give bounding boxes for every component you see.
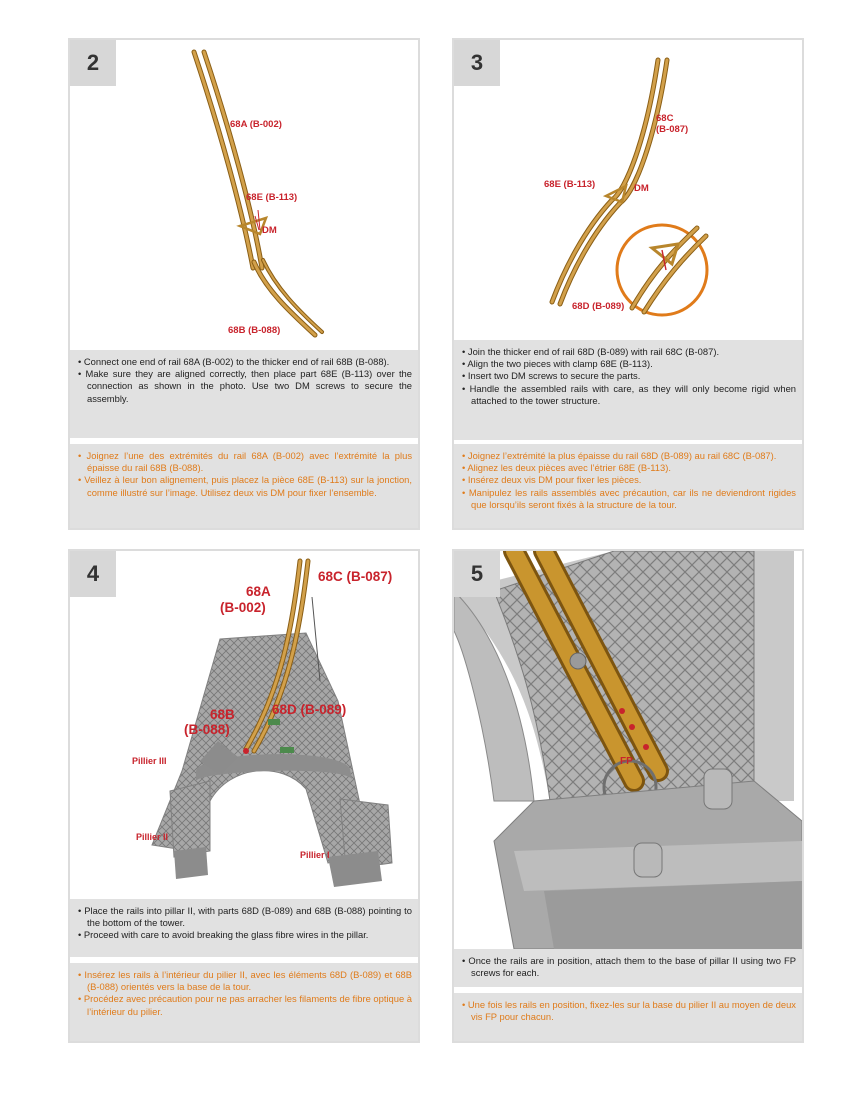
- instruction-item: Join the thicker end of rail 68D (B-089)…: [462, 346, 796, 358]
- rail-diagram: [549, 57, 709, 317]
- instruction-item-fr: Alignez les deux pièces avec l’étrier 68…: [462, 462, 796, 474]
- step-number: 2: [70, 40, 116, 86]
- instructions-en: Join the thicker end of rail 68D (B-089)…: [454, 340, 802, 440]
- detail-magnifier: [615, 223, 709, 317]
- instructions-fr: Insérez les rails à l’intérieur du pilie…: [70, 963, 418, 1041]
- instruction-item: Make sure they are aligned correctly, th…: [78, 368, 412, 405]
- label-68b: 68B (B-088): [228, 325, 281, 336]
- instruction-item-fr: Insérez deux vis DM pour fixer les pièce…: [462, 474, 796, 486]
- label-68a: 68A: [246, 584, 271, 599]
- step-2-illustration: 2 68A (B-002) 68E (B-113) DM 68B (B-088): [70, 40, 418, 350]
- step-4-panel: 4: [68, 549, 420, 1043]
- step-number: 3: [454, 40, 500, 86]
- label-pillar-2: Pillier II: [136, 832, 169, 842]
- label-68b: 68B: [210, 707, 235, 722]
- label-68c: 68C: [656, 113, 674, 124]
- instruction-item-fr: Une fois les rails en position, fixez-le…: [462, 999, 796, 1023]
- step-3-illustration: 3 68C (B-087) 68E (B-113) DM 68D (B-089): [454, 40, 802, 340]
- instruction-item: Place the rails into pillar II, with par…: [78, 905, 412, 929]
- label-68d: 68D (B-089): [572, 301, 625, 312]
- label-pillar-3: Pillier III: [132, 756, 167, 766]
- instruction-item-fr: Veillez à leur bon alignement, puis plac…: [78, 474, 412, 498]
- instructions-en: Connect one end of rail 68A (B-002) to t…: [70, 350, 418, 438]
- label-68e: 68E (B-113): [544, 179, 596, 190]
- step-5-illustration: 5: [454, 551, 802, 949]
- label-fp: FP: [620, 756, 633, 767]
- label-68d: 68D (B-089): [272, 702, 347, 717]
- instruction-item: Align the two pieces with clamp 68E (B-1…: [462, 358, 796, 370]
- instruction-item-fr: Joignez l’extrémité la plus épaisse du r…: [462, 450, 796, 462]
- instruction-item-fr: Joignez l’une des extrémités du rail 68A…: [78, 450, 412, 474]
- step-3-panel: 3 68C (B-087) 68E (B-113) DM 68D (B-089): [452, 38, 804, 530]
- instruction-item: Connect one end of rail 68A (B-002) to t…: [78, 356, 412, 368]
- tower-diagram: [151, 558, 393, 887]
- step-number: 5: [454, 551, 500, 597]
- instruction-item-fr: Procédez avec précaution pour ne pas arr…: [78, 993, 412, 1017]
- instruction-item: Insert two DM screws to secure the parts…: [462, 370, 796, 382]
- instruction-item: Proceed with care to avoid breaking the …: [78, 929, 412, 941]
- pillar-base-photo: [454, 551, 802, 949]
- instructions-fr: Joignez l’extrémité la plus épaisse du r…: [454, 444, 802, 528]
- step-number: 4: [70, 551, 116, 597]
- instructions-en: Place the rails into pillar II, with par…: [70, 899, 418, 957]
- label-68b-ref: (B-088): [184, 722, 230, 737]
- instruction-item: Once the rails are in position, attach t…: [462, 955, 796, 979]
- clamp-68e: [236, 216, 269, 236]
- rail-diagram: [191, 49, 324, 338]
- instruction-item-fr: Insérez les rails à l’intérieur du pilie…: [78, 969, 412, 993]
- label-68e: 68E (B-113): [246, 192, 298, 203]
- instructions-fr: Joignez l’une des extrémités du rail 68A…: [70, 444, 418, 528]
- label-dm: DM: [262, 225, 277, 236]
- instructions-en: Once the rails are in position, attach t…: [454, 949, 802, 987]
- instruction-item-fr: Manipulez les rails assemblés avec préca…: [462, 487, 796, 511]
- label-68a: 68A (B-002): [230, 119, 282, 130]
- label-68c: 68C (B-087): [318, 569, 393, 584]
- step-4-illustration: 4: [70, 551, 418, 899]
- label-dm: DM: [634, 183, 649, 194]
- instruction-item: Handle the assembled rails with care, as…: [462, 383, 796, 407]
- step-2-panel: 2 68A (B-002) 68E (B-113) DM 68B (B-088)…: [68, 38, 420, 530]
- step-5-panel: 5: [452, 549, 804, 1043]
- label-68c-ref: (B-087): [656, 124, 689, 135]
- label-pillar-1: Pillier I: [300, 850, 330, 860]
- instructions-fr: Une fois les rails en position, fixez-le…: [454, 993, 802, 1041]
- label-68a-ref: (B-002): [220, 600, 266, 615]
